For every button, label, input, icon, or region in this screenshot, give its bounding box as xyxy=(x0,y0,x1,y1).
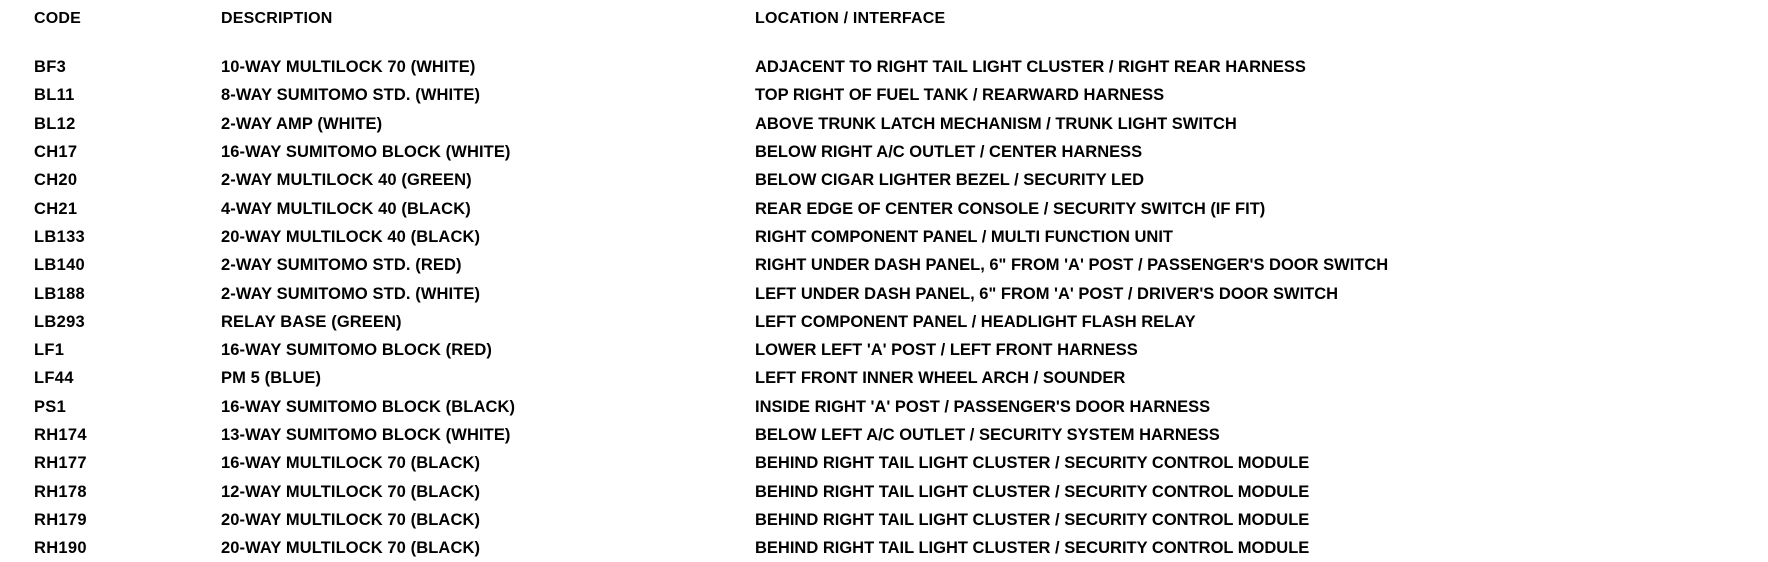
table-row: RH174 13-WAY SUMITOMO BLOCK (WHITE) BELOW … xyxy=(34,421,1764,449)
location-cell: ABOVE TRUNK LATCH MECHANISM / TRUNK LIGH… xyxy=(755,114,1237,133)
table-row: BF3 10-WAY MULTILOCK 70 (WHITE) ADJACENT T… xyxy=(34,53,1764,81)
table-row: CH20 2-WAY MULTILOCK 40 (GREEN) BELOW CIGA… xyxy=(34,166,1764,194)
description-cell: RELAY BASE (GREEN) xyxy=(221,312,402,331)
table-row: BL11 8-WAY SUMITOMO STD. (WHITE) TOP RIGHT… xyxy=(34,81,1764,109)
table-body: BF3 10-WAY MULTILOCK 70 (WHITE) ADJACENT T… xyxy=(34,53,1764,562)
header-location: LOCATION / INTERFACE xyxy=(755,10,946,27)
table-row: LB140 2-WAY SUMITOMO STD. (RED) RIGHT UNDE… xyxy=(34,251,1764,279)
description-cell: 10-WAY MULTILOCK 70 (WHITE) xyxy=(221,58,476,77)
description-cell: PM 5 (BLUE) xyxy=(221,369,322,388)
code-cell: LF1 xyxy=(34,341,65,360)
table-header: CODE DESCRIPTION LOCATION / INTERFACE xyxy=(34,6,1764,53)
table-row: LB133 20-WAY MULTILOCK 40 (BLACK) RIGHT CO… xyxy=(34,223,1764,251)
description-cell: 13-WAY SUMITOMO BLOCK (WHITE) xyxy=(221,426,511,444)
code-cell: RH178 xyxy=(34,482,87,501)
code-cell: RH174 xyxy=(34,426,87,444)
table-row: CH21 4-WAY MULTILOCK 40 (BLACK) REAR EDGE … xyxy=(34,194,1764,222)
table-row: PS1 16-WAY SUMITOMO BLOCK (BLACK) INSIDE R… xyxy=(34,393,1764,421)
description-cell: 8-WAY SUMITOMO STD. (WHITE) xyxy=(221,86,481,105)
description-cell: 16-WAY MULTILOCK 70 (BLACK) xyxy=(221,454,481,473)
location-cell: LEFT FRONT INNER WHEEL ARCH / SOUNDER xyxy=(755,369,1126,388)
location-cell: BELOW LEFT A/C OUTLET / SECURITY SYSTEM … xyxy=(755,426,1220,444)
code-cell: RH177 xyxy=(34,454,87,473)
table-row: LB188 2-WAY SUMITOMO STD. (WHITE) LEFT UND… xyxy=(34,279,1764,307)
header-row: CODE DESCRIPTION LOCATION / INTERFACE xyxy=(34,6,1764,53)
location-cell: BELOW CIGAR LIGHTER BEZEL / SECURITY LED xyxy=(755,171,1144,190)
location-cell: TOP RIGHT OF FUEL TANK / REARWARD HARNES… xyxy=(755,86,1165,105)
table-row: LF44 PM 5 (BLUE) LEFT FRONT INNER WHEEL AR… xyxy=(34,364,1764,392)
description-cell: 2-WAY AMP (WHITE) xyxy=(221,114,383,133)
location-cell: ADJACENT TO RIGHT TAIL LIGHT CLUSTER / R… xyxy=(755,58,1306,77)
location-cell: LEFT COMPONENT PANEL / HEADLIGHT FLASH R… xyxy=(755,312,1196,331)
connector-table: CODE DESCRIPTION LOCATION / INTERFACE BF… xyxy=(34,6,1764,562)
description-cell: 16-WAY SUMITOMO BLOCK (WHITE) xyxy=(221,143,511,162)
location-cell: RIGHT COMPONENT PANEL / MULTI FUNCTION U… xyxy=(755,227,1173,246)
location-cell: BEHIND RIGHT TAIL LIGHT CLUSTER / SECURI… xyxy=(755,510,1310,529)
table-row: RH178 12-WAY MULTILOCK 70 (BLACK) BEHIND R… xyxy=(34,477,1764,505)
description-cell: 4-WAY MULTILOCK 40 (BLACK) xyxy=(221,199,471,218)
location-cell: LEFT UNDER DASH PANEL, 6" FROM 'A' POST … xyxy=(755,284,1339,303)
table-row: LB293 RELAY BASE (GREEN) LEFT COMPONENT PA… xyxy=(34,308,1764,336)
location-cell: BEHIND RIGHT TAIL LIGHT CLUSTER / SECURI… xyxy=(755,539,1310,558)
location-cell: RIGHT UNDER DASH PANEL, 6" FROM 'A' POST… xyxy=(755,256,1389,275)
location-cell: BEHIND RIGHT TAIL LIGHT CLUSTER / SECURI… xyxy=(755,454,1310,473)
location-cell: BEHIND RIGHT TAIL LIGHT CLUSTER / SECURI… xyxy=(755,482,1310,501)
code-cell: RH179 xyxy=(34,510,87,529)
description-cell: 20-WAY MULTILOCK 70 (BLACK) xyxy=(221,510,481,529)
code-cell: BF3 xyxy=(34,58,67,77)
code-cell: LB293 xyxy=(34,312,86,331)
code-cell: LF44 xyxy=(34,369,74,388)
code-cell: LB133 xyxy=(34,227,86,246)
location-cell: BELOW RIGHT A/C OUTLET / CENTER HARNESS xyxy=(755,143,1143,162)
location-cell: REAR EDGE OF CENTER CONSOLE / SECURITY S… xyxy=(755,199,1266,218)
table-row: RH190 20-WAY MULTILOCK 70 (BLACK) BEHIND R… xyxy=(34,534,1764,562)
code-cell: BL12 xyxy=(34,114,76,133)
description-cell: 16-WAY SUMITOMO BLOCK (BLACK) xyxy=(221,397,516,416)
location-cell: LOWER LEFT 'A' POST / LEFT FRONT HARNESS xyxy=(755,341,1138,360)
code-cell: BL11 xyxy=(34,86,75,105)
table-row: LF1 16-WAY SUMITOMO BLOCK (RED) LOWER LEFT… xyxy=(34,336,1764,364)
code-cell: PS1 xyxy=(34,397,67,416)
table-row: RH177 16-WAY MULTILOCK 70 (BLACK) BEHIND R… xyxy=(34,449,1764,477)
header-code: CODE xyxy=(34,10,82,27)
description-cell: 20-WAY MULTILOCK 40 (BLACK) xyxy=(221,227,481,246)
code-cell: RH190 xyxy=(34,539,87,558)
description-cell: 12-WAY MULTILOCK 70 (BLACK) xyxy=(221,482,481,501)
table-row: BL12 2-WAY AMP (WHITE) ABOVE TRUNK LATCH M… xyxy=(34,110,1764,138)
table-row: CH17 16-WAY SUMITOMO BLOCK (WHITE) BELOW R… xyxy=(34,138,1764,166)
description-cell: 2-WAY SUMITOMO STD. (WHITE) xyxy=(221,284,481,303)
description-cell: 2-WAY MULTILOCK 40 (GREEN) xyxy=(221,171,472,190)
table-row: RH179 20-WAY MULTILOCK 70 (BLACK) BEHIND R… xyxy=(34,506,1764,534)
header-description: DESCRIPTION xyxy=(221,10,333,27)
description-cell: 2-WAY SUMITOMO STD. (RED) xyxy=(221,256,462,275)
location-cell: INSIDE RIGHT 'A' POST / PASSENGER'S DOOR… xyxy=(755,397,1211,416)
code-cell: CH20 xyxy=(34,171,78,190)
code-cell: LB140 xyxy=(34,256,86,275)
code-cell: CH17 xyxy=(34,143,78,162)
description-cell: 20-WAY MULTILOCK 70 (BLACK) xyxy=(221,539,481,558)
code-cell: CH21 xyxy=(34,199,78,218)
code-cell: LB188 xyxy=(34,284,86,303)
description-cell: 16-WAY SUMITOMO BLOCK (RED) xyxy=(221,341,493,360)
